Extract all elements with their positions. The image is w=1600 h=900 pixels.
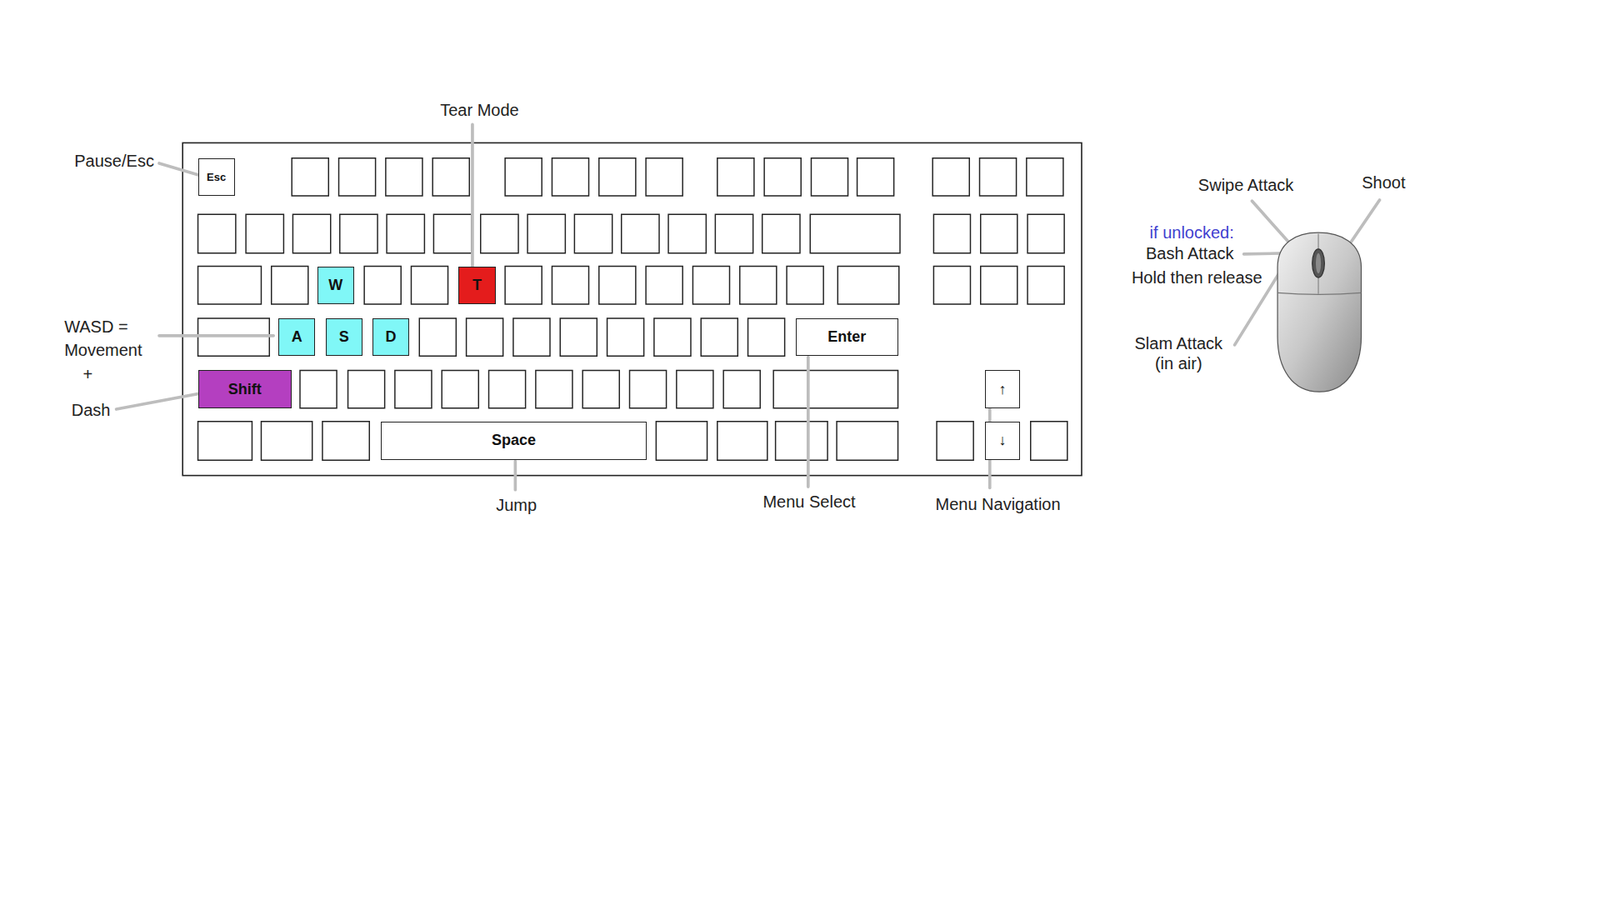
- callout-label: if unlocked:: [1150, 222, 1235, 243]
- callout-label: Dash: [71, 400, 111, 420]
- key-cap: ↓: [985, 421, 1021, 461]
- callout-label: Jump: [495, 495, 537, 515]
- key-label: Esc: [206, 170, 226, 184]
- callout-label: Pause/Esc: [74, 150, 155, 171]
- callout-label: Hold then release: [1131, 267, 1263, 288]
- key-label: Shift: [228, 380, 262, 399]
- key-cap: ↑: [985, 370, 1021, 408]
- key-cap: Enter: [795, 318, 898, 356]
- callout-label: Slam Attack (in air): [1123, 333, 1234, 374]
- mouse-drawing: [1277, 232, 1361, 392]
- blank-keys: [198, 158, 1068, 460]
- callout-label: +: [82, 364, 93, 385]
- key-label: ↑: [999, 380, 1007, 399]
- callout-label: Menu Select: [762, 491, 855, 512]
- key-label: A: [291, 328, 303, 346]
- key-cap: D: [372, 318, 410, 356]
- callout-label: Movement: [64, 340, 142, 360]
- callout-label: Bash Attack: [1145, 243, 1235, 264]
- key-cap: Esc: [198, 158, 235, 196]
- key-label: ↓: [999, 431, 1007, 450]
- key-label: W: [328, 276, 343, 295]
- callout-label: Shoot: [1361, 172, 1405, 193]
- key-label: Enter: [827, 328, 866, 346]
- key-label: S: [339, 328, 350, 346]
- keyboard-frame: [182, 142, 1082, 475]
- key-cap: A: [278, 318, 315, 356]
- callout-label: Menu Navigation: [935, 494, 1061, 515]
- key-cap: W: [317, 266, 355, 305]
- key-label: T: [472, 276, 482, 295]
- leader-lines: [116, 124, 1380, 490]
- key-cap: Space: [380, 421, 648, 461]
- key-cap: T: [458, 266, 496, 305]
- key-cap: S: [325, 318, 363, 356]
- key-label: D: [385, 328, 396, 346]
- callout-label: Swipe Attack: [1198, 175, 1295, 195]
- callout-label: Tear Mode: [440, 100, 520, 120]
- key-label: Space: [491, 431, 536, 450]
- key-cap: Shift: [198, 370, 293, 408]
- callout-label: WASD =: [64, 316, 129, 337]
